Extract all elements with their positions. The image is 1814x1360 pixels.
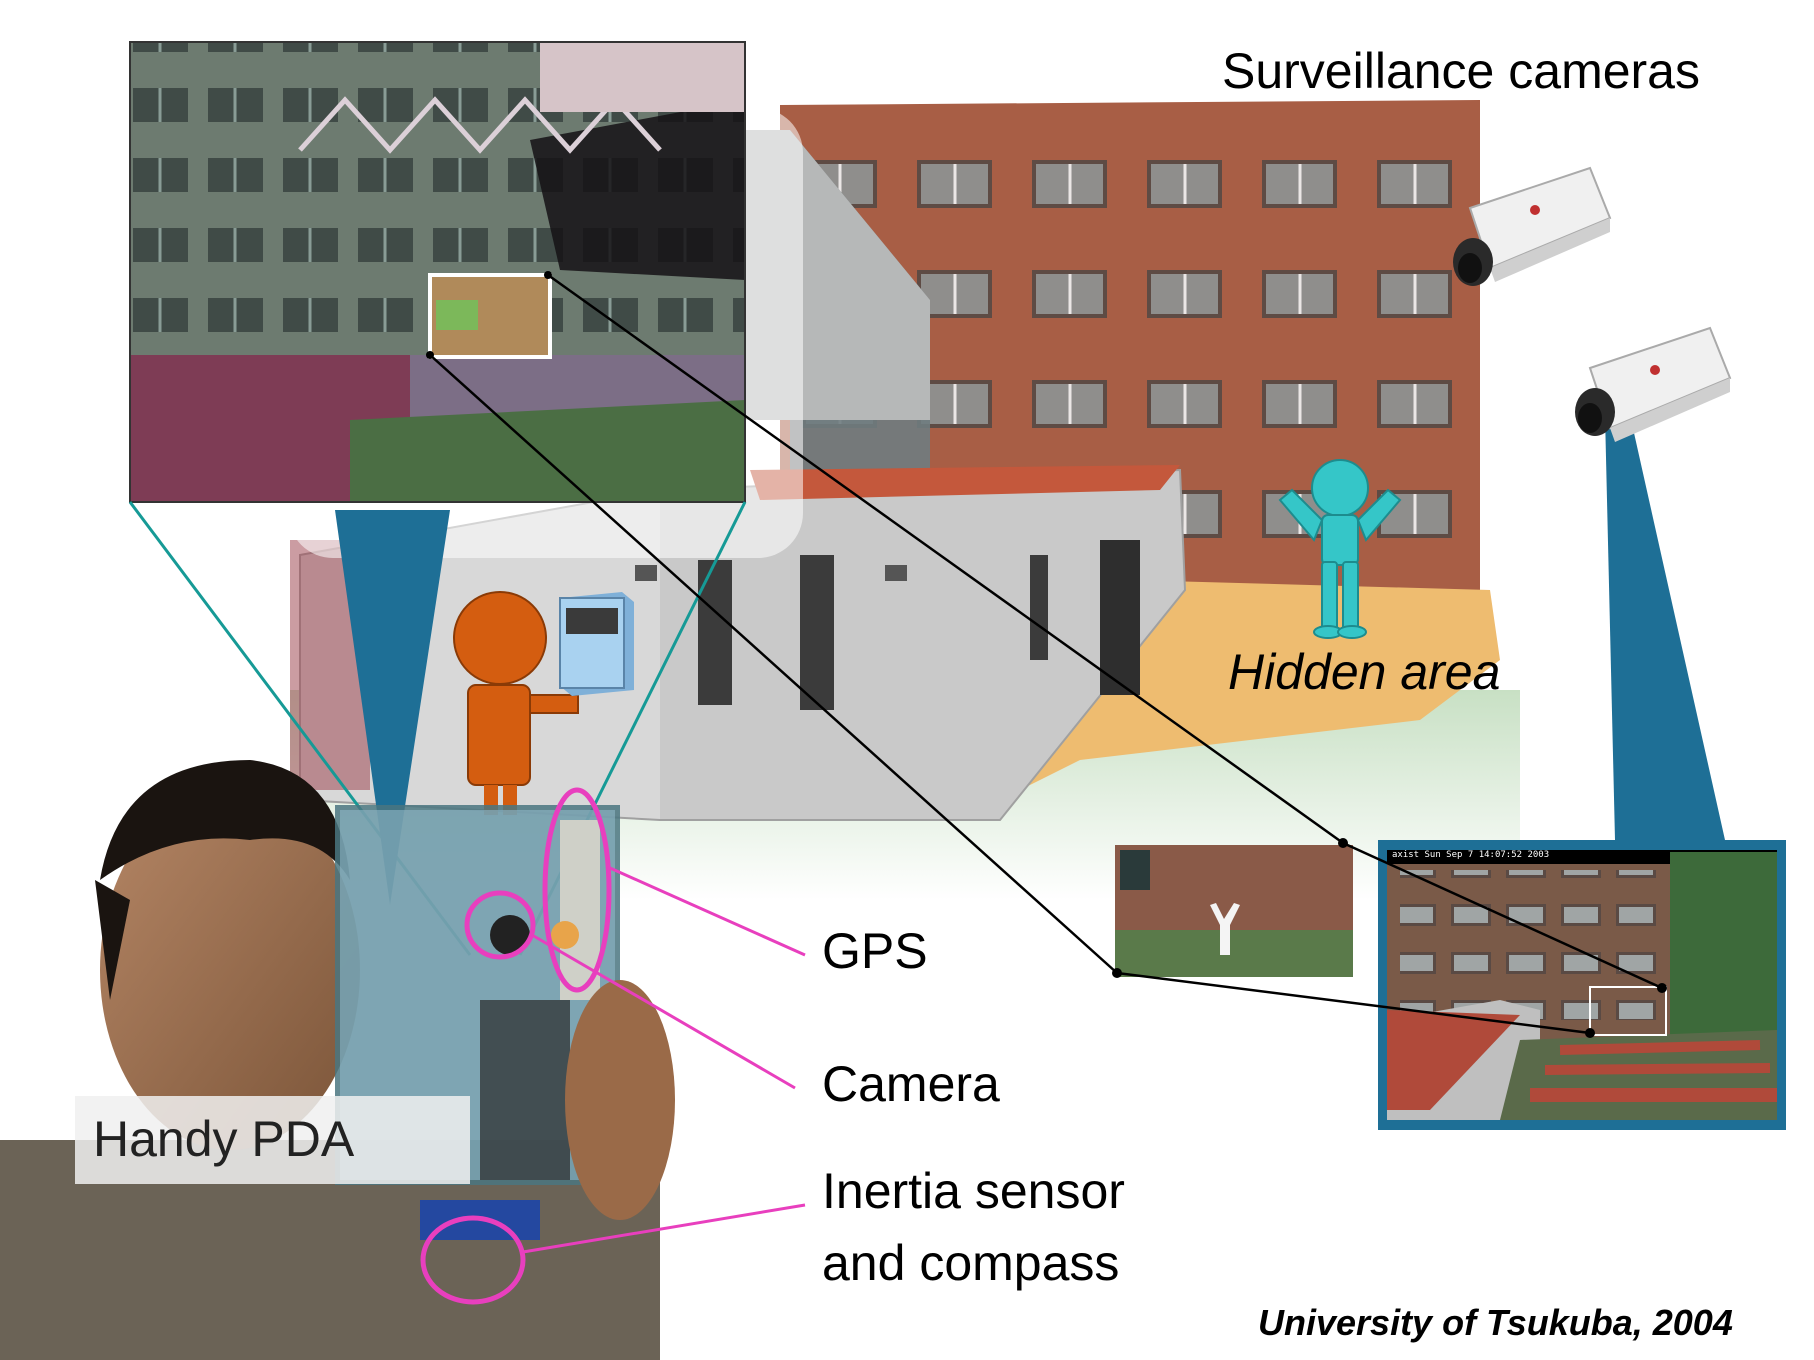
gps-highlight: [542, 787, 612, 993]
surveillance-camera-cone: [1605, 415, 1725, 840]
surveillance-cameras-label: Surveillance cameras: [1222, 43, 1700, 99]
pda-camera-cone: [335, 510, 450, 905]
surveillance-monitor: [1378, 840, 1786, 1130]
handy-pda-label: Handy PDA: [93, 1111, 355, 1167]
link-line-bottom: [429, 354, 1118, 974]
cropped-view-image: [1115, 845, 1353, 977]
inertia-highlight: [420, 1215, 526, 1305]
camera-label: Camera: [822, 1056, 1000, 1112]
handy-pda-label-box: [75, 1096, 470, 1184]
camera-highlight: [464, 890, 536, 960]
camera-leader: [531, 933, 796, 1090]
credit-label: University of Tsukuba, 2004: [1258, 1302, 1733, 1343]
link-line-top: [547, 273, 1344, 845]
inertia-leader: [522, 1203, 806, 1254]
gps-label: GPS: [822, 923, 928, 979]
link-line-bottom-right: [1116, 971, 1591, 1035]
monitor-timestamp: axist Sun Sep 7 14:07:52 2003: [1392, 850, 1550, 860]
surveillance-camera-1: [1453, 166, 1612, 286]
inertia-label-line1: Inertia sensor: [822, 1163, 1125, 1219]
link-line-top-right: [1342, 841, 1663, 990]
hidden-person: [1278, 459, 1402, 639]
pda-view-image: [129, 41, 746, 503]
gps-leader: [609, 866, 806, 957]
hidden-area-label: Hidden area: [1228, 644, 1501, 700]
inertia-label-line2: and compass: [822, 1235, 1120, 1291]
handy-pda-photo: [0, 760, 675, 1360]
pda-device-icon: [559, 592, 634, 696]
surveillance-camera-2: [1575, 326, 1732, 442]
pda-person: [453, 591, 579, 815]
